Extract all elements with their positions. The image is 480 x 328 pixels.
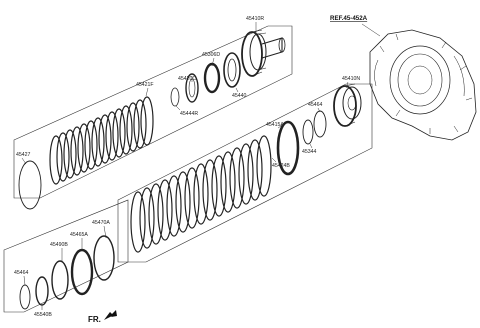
label-45344: 45344: [302, 149, 317, 155]
leader-45306D: [211, 57, 215, 67]
plate-45470A: [93, 235, 115, 281]
label-45424B: 45424B: [272, 163, 290, 169]
leader-45464-lower: [23, 275, 26, 286]
clutch-pack-45421F: [49, 96, 154, 185]
snap-ring-45464-lower: [19, 284, 31, 310]
label-45306D: 45306D: [202, 52, 220, 58]
leader-45421F: [145, 87, 149, 97]
label-45470A: 45470A: [92, 220, 110, 226]
label-45410R: 45410R: [246, 16, 264, 22]
leader-ref: [361, 23, 381, 37]
reference-label: REF.45-452A: [330, 15, 368, 22]
drum-assembly-45410N: [333, 83, 362, 127]
ring-45540B: [35, 276, 49, 306]
snap-ring-45464: [313, 110, 327, 138]
leader-45410N: [345, 81, 349, 89]
middle-group-box: [117, 83, 373, 263]
label-45444R: 45444R: [180, 111, 198, 117]
transmission-housing: [369, 29, 477, 141]
leader-45440: [235, 87, 239, 93]
leader-45415A: [277, 123, 285, 129]
leader-45470A: [103, 225, 107, 239]
label-45410N: 45410N: [342, 76, 360, 82]
label-45540B: 45540B: [34, 312, 52, 318]
label-45464: 45464: [308, 102, 323, 108]
plate-45490B: [51, 260, 69, 300]
leader-45344: [309, 143, 313, 149]
drum-assembly-45410R: [241, 29, 286, 77]
label-45440: 45440: [232, 93, 247, 99]
label-45427: 45427: [16, 152, 31, 158]
label-45490B: 45490B: [50, 242, 68, 248]
snap-ring-45427: [18, 160, 42, 210]
bearing-45440: [223, 52, 241, 88]
lower-group-box: [3, 199, 129, 313]
thrust-washer-45306D: [203, 62, 221, 94]
label-45465A: 45465A: [70, 232, 88, 238]
label-45420C: 45420C: [178, 76, 196, 82]
leader-45427: [21, 157, 27, 165]
label-45464-lower: 45464: [14, 270, 29, 276]
snap-ring-45444R: [170, 87, 180, 107]
clutch-pack-45424B: [130, 135, 272, 253]
leader-45444R: [175, 105, 181, 111]
front-arrow-icon: [104, 310, 117, 320]
ring-45344: [302, 119, 314, 145]
leader-45464: [317, 107, 321, 113]
plate-45415A: [276, 120, 300, 176]
front-direction-label: FR.: [88, 315, 101, 324]
label-45415A: 45415A: [266, 122, 284, 128]
label-45421F: 45421F: [136, 82, 154, 88]
piston-45465A: [70, 248, 94, 296]
leader-45424B: [271, 157, 277, 163]
upper-group-box: [13, 25, 293, 199]
